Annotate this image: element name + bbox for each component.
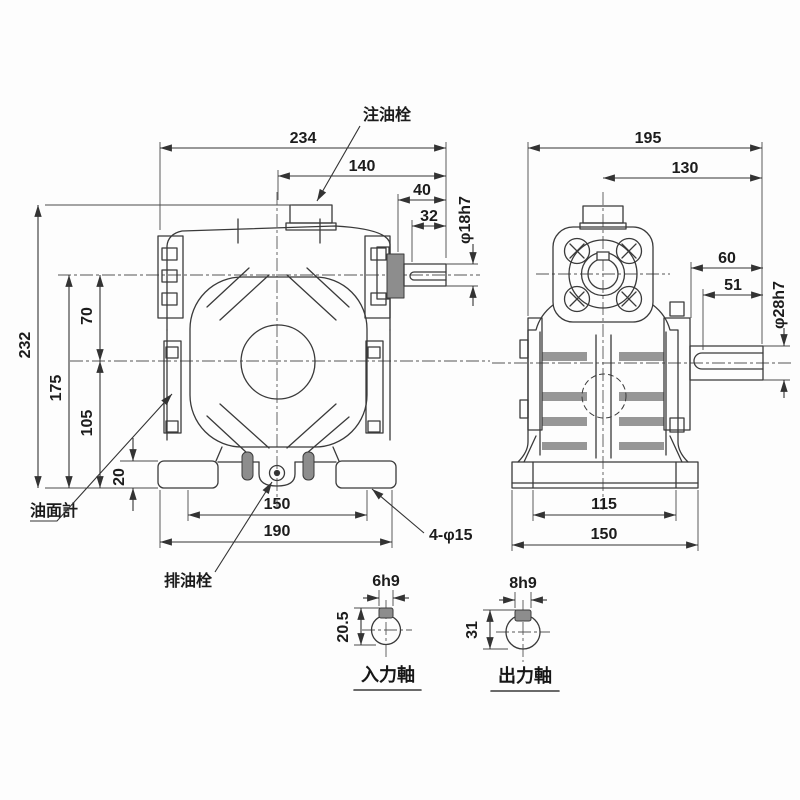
dim-center-to-tip: 140 (349, 158, 376, 175)
front-extension-lines (45, 142, 478, 548)
side-dimensions: 195 130 60 51 φ28h7 115 150 (512, 130, 788, 549)
flange-bolt-bottom-right (615, 285, 643, 313)
dim-side-base-width: 150 (591, 526, 618, 543)
dim-input-key-height: 20.5 (335, 611, 352, 642)
dim-input-shaft-diameter: φ18h7 (457, 196, 474, 244)
front-housing-body (166, 218, 391, 462)
dim-input-height: 175 (48, 375, 65, 402)
dim-output-keyway-length: 51 (724, 277, 742, 294)
flange-bolt-top-right (615, 237, 643, 265)
input-shaft-keyway (378, 607, 394, 619)
label-oil-fill-plug: 注油栓 (363, 105, 412, 124)
dim-side-hole-pitch: 115 (591, 496, 617, 513)
dim-input-keyway-width: 6h9 (372, 573, 400, 590)
dim-output-keyway-width: 8h9 (509, 575, 537, 592)
side-oil-fill-plug (579, 205, 627, 230)
front-bearing-flanges (157, 235, 391, 434)
front-base (157, 451, 397, 489)
front-dimensions: 234 140 40 32 φ18h7 232 175 70 105 20 15… (17, 130, 477, 546)
label-output-shaft: 出力軸 (498, 665, 552, 686)
front-foot-slot-right (302, 451, 315, 481)
flange-bolt-top-left (563, 237, 591, 265)
dim-keyway-length: 32 (420, 208, 438, 225)
side-base (511, 461, 699, 489)
side-hidden-bore-circle (581, 373, 627, 419)
output-shaft-keyway (514, 609, 532, 622)
label-oil-drain-plug: 排油栓 (164, 571, 213, 590)
dim-output-shaft-diameter: φ28h7 (771, 281, 788, 329)
dim-overall-width: 234 (290, 130, 317, 147)
dim-base-height: 20 (111, 468, 128, 486)
dim-axis-distance: 70 (79, 307, 96, 325)
dim-output-key-height: 31 (464, 621, 481, 639)
dim-output-shaft-length: 60 (718, 250, 736, 267)
flange-bolt-bottom-left (563, 285, 591, 313)
front-oil-fill-plug (285, 204, 337, 231)
dim-base-width: 190 (264, 523, 291, 540)
side-cooling-fins (542, 352, 664, 450)
dim-side-center-to-tip: 130 (672, 160, 699, 177)
front-callouts: 注油栓 油面計 排油栓 (30, 105, 412, 590)
side-input-flange (552, 226, 654, 323)
note-mount-holes: 4-φ15 (429, 527, 473, 544)
dim-overall-depth: 195 (635, 130, 662, 147)
output-shaft-section: 8h9 31 出力軸 (464, 575, 560, 692)
front-view: 234 140 40 32 φ18h7 232 175 70 105 20 15… (17, 105, 490, 590)
front-bore-circle (240, 324, 316, 400)
input-shaft-section: 6h9 20.5 入力軸 (335, 573, 422, 691)
front-foot-slot-left (241, 451, 254, 481)
dim-output-height: 105 (79, 410, 96, 437)
front-input-shaft (376, 246, 447, 300)
label-input-shaft: 入力軸 (361, 664, 415, 685)
side-view: 195 130 60 51 φ28h7 115 150 (492, 130, 792, 551)
dim-overall-height: 232 (17, 332, 34, 359)
label-oil-level-gauge: 油面計 (30, 501, 78, 520)
dim-hole-pitch: 150 (264, 496, 291, 513)
dim-shaft-length: 40 (413, 182, 431, 199)
side-output-shaft (689, 345, 764, 381)
front-drain-plug (268, 464, 286, 482)
